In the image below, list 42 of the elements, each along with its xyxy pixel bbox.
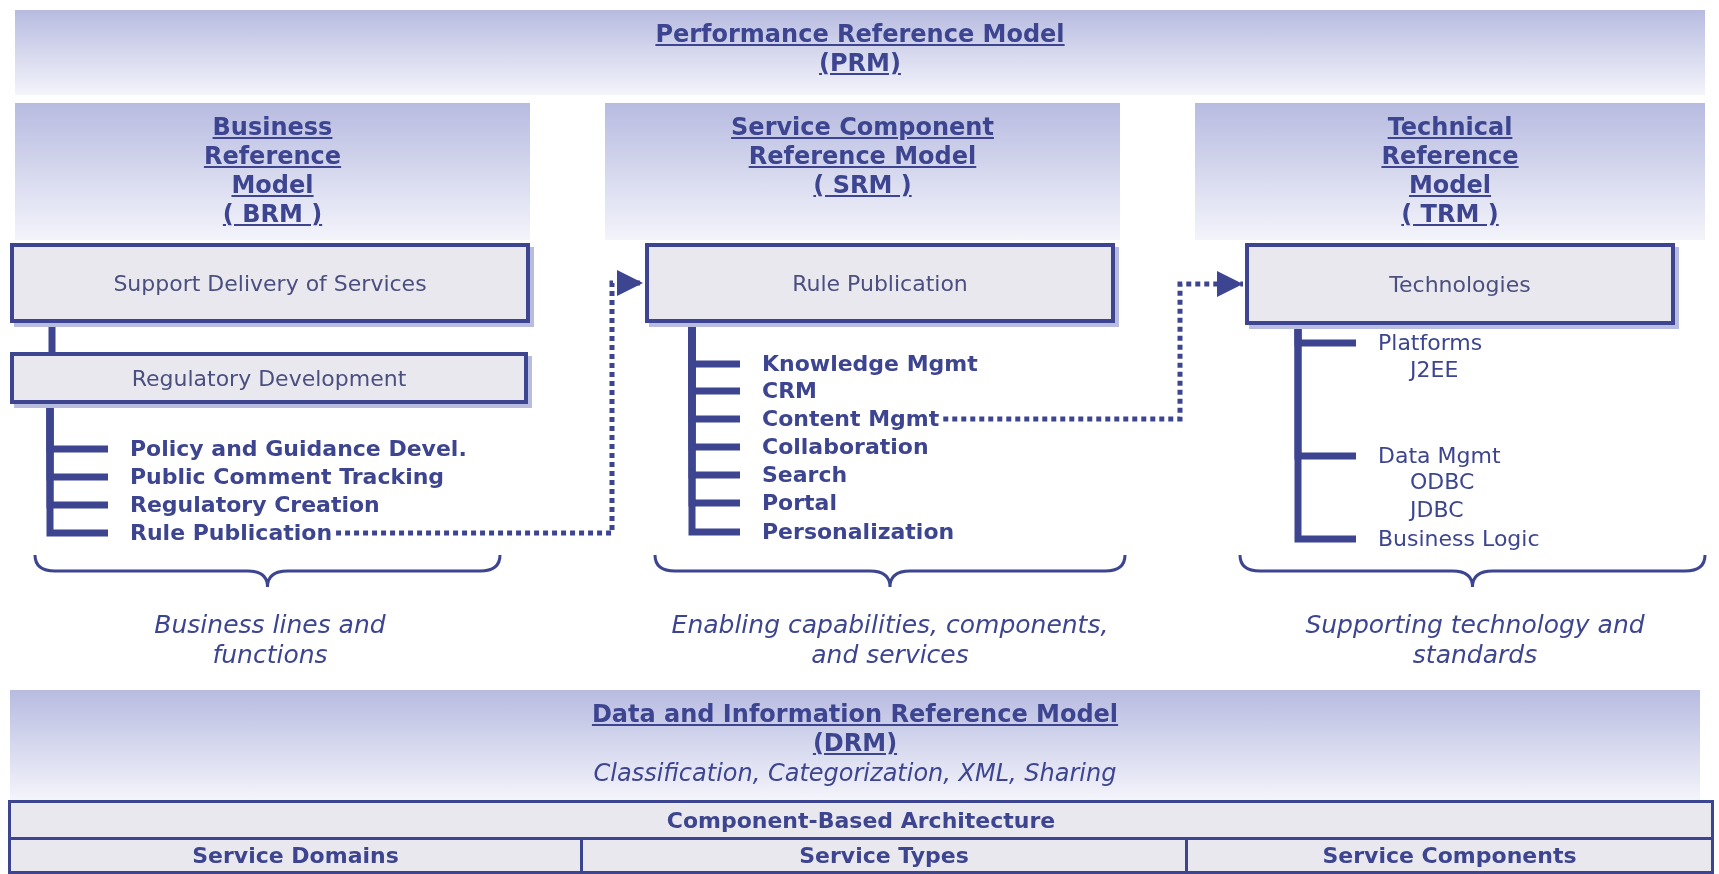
model-title: (DRM) [812, 729, 898, 758]
list-item-text: Collaboration [762, 434, 929, 460]
list-item-text: Business Logic [1378, 526, 1540, 552]
model-title: ( TRM ) [1401, 200, 1499, 229]
dotted-arrow [943, 271, 1243, 422]
list-item-text: CRM [762, 378, 817, 404]
model-title: ( BRM ) [222, 200, 323, 229]
table-cell: Service Components [1185, 837, 1714, 874]
list-item-text: Platforms [1378, 330, 1483, 356]
list-item-text: Knowledge Mgmt [762, 351, 978, 377]
header-band [10, 690, 1700, 800]
model-title: Business Reference Model [202, 113, 343, 200]
header-band [15, 103, 530, 240]
caption-text: Supporting technology and standards [1304, 610, 1646, 670]
model-title: Service Component Reference Model [730, 113, 995, 171]
list-item-text: Portal [762, 490, 837, 516]
list-item-text: J2EE [1410, 357, 1459, 383]
list-item-text: Content Mgmt [762, 406, 940, 432]
header-band [15, 10, 1705, 95]
caption-text: Enabling capabilities, components, and services [670, 610, 1110, 670]
list-item-text: Regulatory Creation [130, 492, 380, 518]
dotted-arrow [336, 270, 643, 536]
caption-text: Business lines and functions [153, 610, 387, 670]
model-title: ( SRM ) [813, 171, 912, 200]
header-band [1195, 103, 1705, 240]
table-cell: Service Types [580, 837, 1188, 874]
model-title: Technical Reference Model [1380, 113, 1520, 200]
model-title: (PRM) [819, 49, 901, 78]
subtitle-text: Classification, Categorization, XML, Sharing [593, 758, 1117, 788]
header-band [605, 103, 1120, 240]
model-title: Data and Information Reference Model [591, 700, 1119, 729]
list-item-text: Public Comment Tracking [130, 464, 445, 490]
list-item-text: JDBC [1410, 497, 1464, 523]
table-cell: Component-Based Architecture [8, 800, 1714, 840]
list-item-text: Personalization [762, 519, 955, 545]
list-item-text: Data Mgmt [1378, 443, 1501, 469]
list-item-text: Rule Publication [130, 520, 333, 546]
model-title: Performance Reference Model [655, 20, 1065, 49]
table-cell: Service Domains [8, 837, 583, 874]
list-item-text: Search [762, 462, 848, 488]
list-item-text: Policy and Guidance Devel. [130, 436, 467, 462]
list-item-text: ODBC [1410, 469, 1475, 495]
